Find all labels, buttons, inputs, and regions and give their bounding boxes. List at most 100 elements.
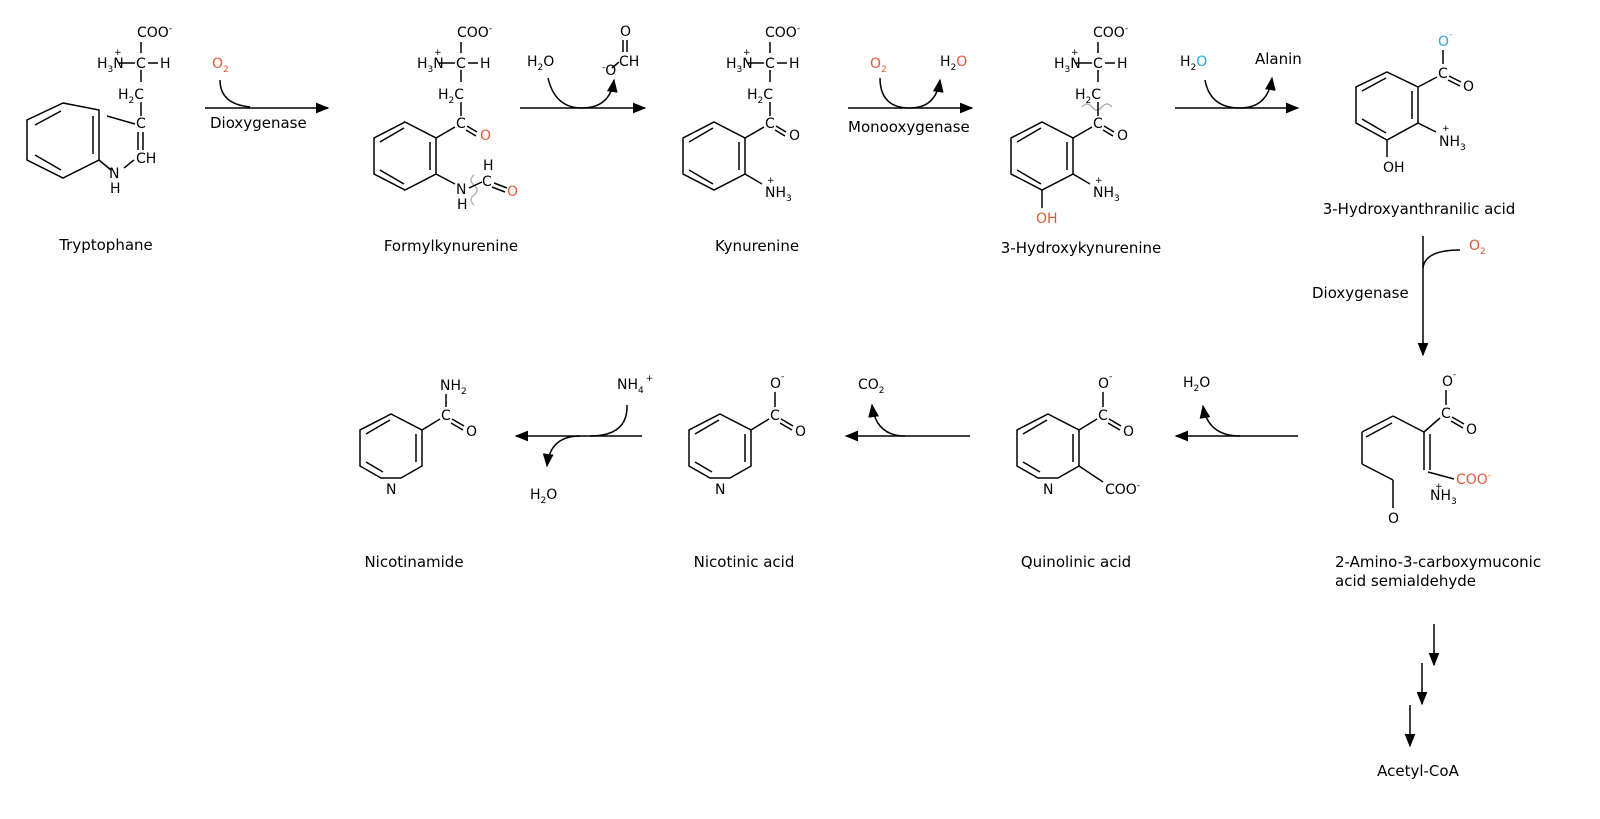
svg-text:O: O xyxy=(1466,422,1477,438)
quinolinic-structure: O - C O N COO- xyxy=(1016,372,1140,498)
enzyme-dioxygenase-1: Dioxygenase xyxy=(210,114,307,132)
svg-text:O: O xyxy=(480,128,491,144)
svg-text:H2O: H2O xyxy=(530,487,557,506)
svg-text:CH: CH xyxy=(136,151,156,167)
svg-text:H2O: H2O xyxy=(527,54,554,73)
hydroxyanthranilic-structure: O - C O + NH3 OH xyxy=(1355,30,1474,176)
svg-text:NH3: NH3 xyxy=(765,185,792,204)
svg-text:O: O xyxy=(1388,511,1399,527)
svg-text:O: O xyxy=(795,424,806,440)
svg-text:C: C xyxy=(456,56,466,72)
tryptophane-label: Tryptophane xyxy=(58,236,153,254)
svg-text:O: O xyxy=(620,24,631,40)
svg-text:H2O: H2O xyxy=(1180,54,1207,73)
tryptophane-structure: COO- H3N + C H H2C C CH N H xyxy=(26,24,172,197)
svg-text:COO-: COO- xyxy=(1105,481,1140,498)
svg-text:H2C: H2C xyxy=(438,87,464,106)
kynurenine-structure: COO- H3N + C H H2C C O + NH3 xyxy=(682,24,800,204)
svg-text:CH: CH xyxy=(619,54,639,70)
svg-text:H: H xyxy=(789,56,800,72)
svg-text:H: H xyxy=(483,158,494,174)
svg-text:OH: OH xyxy=(1036,211,1058,227)
svg-text:-: - xyxy=(1453,370,1456,380)
svg-text:C: C xyxy=(441,408,451,424)
arrow-dioxygenase-1: O2 Dioxygenase xyxy=(205,56,330,132)
svg-text:C: C xyxy=(1438,66,1448,82)
svg-text:C: C xyxy=(770,408,780,424)
svg-text:+: + xyxy=(114,48,122,58)
svg-text:O: O xyxy=(789,128,800,144)
svg-text:OH: OH xyxy=(1383,160,1405,176)
acetylcoa-label: Acetyl-CoA xyxy=(1377,762,1459,780)
nicotinic-label: Nicotinic acid xyxy=(694,553,795,571)
svg-text:+: + xyxy=(1442,124,1450,134)
svg-text:COO-: COO- xyxy=(1456,471,1491,488)
acms-label-line1: 2-Amino-3-carboxymuconic xyxy=(1335,553,1541,571)
arrow-amidation: NH4+ H2O xyxy=(514,374,653,506)
svg-text:C: C xyxy=(482,174,492,190)
svg-text:N: N xyxy=(386,482,396,498)
svg-text:CO2: CO2 xyxy=(858,377,885,396)
svg-text:-: - xyxy=(781,372,784,382)
svg-text:NH3: NH3 xyxy=(1430,488,1457,507)
svg-text:O: O xyxy=(1123,424,1134,440)
formylkynurenine-structure: COO- H3N + C H H2C C O N H H C O xyxy=(373,24,518,213)
formylkynurenine-label: Formylkynurenine xyxy=(384,237,518,255)
svg-text:O: O xyxy=(1438,34,1449,50)
hydroxyanthranilic-label: 3-Hydroxyanthranilic acid xyxy=(1323,200,1516,218)
svg-text:O2: O2 xyxy=(870,56,887,75)
svg-text:O: O xyxy=(1098,376,1109,392)
svg-text:C: C xyxy=(136,116,146,132)
svg-text:C: C xyxy=(1098,408,1108,424)
svg-text:C: C xyxy=(1093,116,1103,132)
svg-text:C: C xyxy=(1441,406,1451,422)
acms-structure: O - C O O COO- + NH3 xyxy=(1361,370,1491,527)
enzyme-monooxygenase: Monooxygenase xyxy=(848,118,970,136)
svg-text:COO-: COO- xyxy=(457,24,492,41)
svg-text:+: + xyxy=(1435,482,1443,492)
svg-text:H: H xyxy=(160,56,171,72)
svg-text:+: + xyxy=(434,48,442,58)
svg-text:O: O xyxy=(1117,128,1128,144)
arrow-kynureninase: H2O Alanin xyxy=(1175,50,1302,114)
svg-text:N: N xyxy=(109,166,119,182)
hydroxykynurenine-structure: COO- H3N + C H H2C C O + NH3 OH xyxy=(1010,24,1128,227)
svg-text:NH3: NH3 xyxy=(1439,134,1466,153)
svg-text:H2O: H2O xyxy=(1183,375,1210,394)
svg-text:NH2: NH2 xyxy=(440,378,467,397)
svg-text:-: - xyxy=(1109,372,1112,382)
svg-text:NH3: NH3 xyxy=(1093,185,1120,204)
arrow-monooxygenase: O2 H2O Monooxygenase xyxy=(848,54,974,136)
svg-text:H2C: H2C xyxy=(118,87,144,106)
svg-text:H3N: H3N xyxy=(417,56,444,75)
svg-text:H3N: H3N xyxy=(1054,56,1081,75)
svg-text:COO-: COO- xyxy=(1093,24,1128,41)
svg-text:H: H xyxy=(480,56,491,72)
hydroxykynurenine-label: 3-Hydroxykynurenine xyxy=(1001,239,1161,257)
svg-text:H2C: H2C xyxy=(1075,87,1101,106)
svg-text:O: O xyxy=(770,376,781,392)
svg-text:N: N xyxy=(456,182,466,198)
svg-text:+: + xyxy=(1095,176,1103,186)
nicotinamide-structure: NH2 C O N xyxy=(359,378,477,498)
svg-text:+: + xyxy=(767,176,775,186)
enzyme-dioxygenase-2: Dioxygenase xyxy=(1312,284,1409,302)
quinolinic-label: Quinolinic acid xyxy=(1021,553,1131,571)
svg-text:H3N: H3N xyxy=(726,56,753,75)
svg-text:-O: -O xyxy=(602,63,616,79)
svg-text:NH4+: NH4+ xyxy=(617,374,653,396)
arrow-formamidase: H2O O -O CH xyxy=(520,24,647,114)
svg-text:Alanin: Alanin xyxy=(1255,50,1302,68)
svg-text:C: C xyxy=(1093,56,1103,72)
arrow-decarboxylation: CO2 xyxy=(844,377,970,442)
nicotinamide-label: Nicotinamide xyxy=(364,553,463,571)
svg-text:COO-: COO- xyxy=(765,24,800,41)
svg-text:C: C xyxy=(456,116,466,132)
svg-text:H2O: H2O xyxy=(940,54,967,73)
svg-text:O2: O2 xyxy=(212,56,229,75)
svg-text:H3N: H3N xyxy=(97,56,124,75)
arrows-to-acetylcoa xyxy=(1404,624,1440,748)
svg-text:+: + xyxy=(1071,48,1079,58)
svg-text:N: N xyxy=(1043,482,1053,498)
